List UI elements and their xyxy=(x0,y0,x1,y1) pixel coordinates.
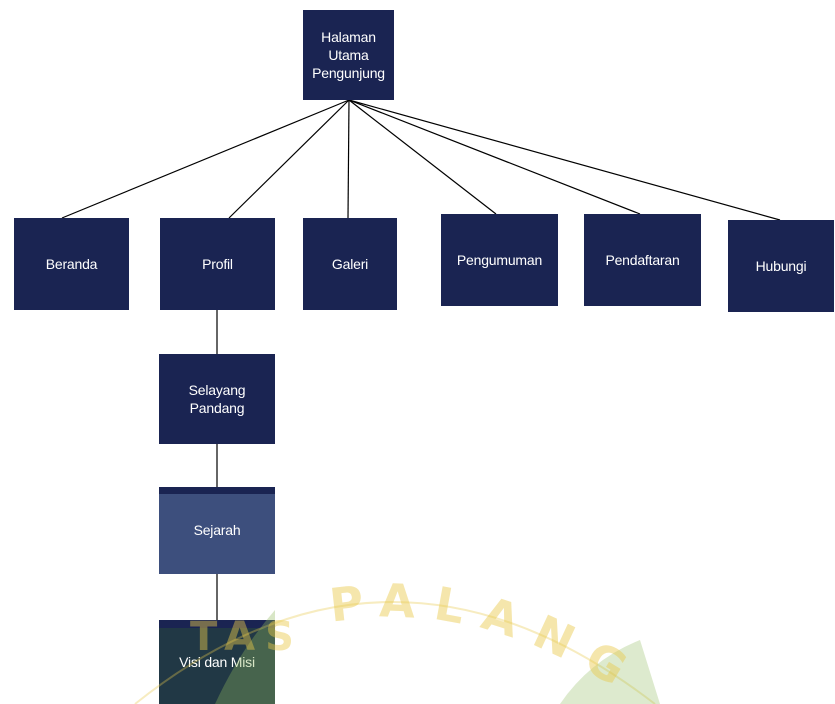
node-beranda-label: Beranda xyxy=(45,255,98,272)
node-hubungi[interactable]: Hubungi xyxy=(728,220,834,312)
node-visi-top-band xyxy=(159,620,275,628)
connector-root-pendaftaran xyxy=(348,99,641,215)
node-selayang-label-line-2: Pandang xyxy=(189,400,245,416)
node-selayang-pandang[interactable]: Selayang Pandang xyxy=(159,354,275,444)
node-pengumuman-label: Pengumuman xyxy=(456,251,543,268)
connector-root-beranda xyxy=(61,99,350,219)
node-selayang-label-line-1: Selayang xyxy=(188,381,246,398)
connector-root-hubungi xyxy=(348,99,781,221)
root-label-line-1: Halaman xyxy=(321,28,376,45)
node-sejarah-label: Sejarah xyxy=(193,522,241,539)
root-label-line-2: Utama xyxy=(328,46,369,63)
node-sejarah[interactable]: Sejarah xyxy=(159,487,275,574)
node-pengumuman[interactable]: Pengumuman xyxy=(441,214,558,306)
node-visi-label: Visi dan Misi xyxy=(179,653,255,670)
node-beranda[interactable]: Beranda xyxy=(14,218,129,310)
node-profil-label: Profil xyxy=(202,255,233,272)
connector-root-pengumuman xyxy=(348,99,497,215)
root-label-line-3: Pengunjung xyxy=(312,65,385,82)
node-visi-dan-misi[interactable]: Visi dan Misi xyxy=(159,620,275,704)
node-hubungi-label: Hubungi xyxy=(755,257,807,274)
connector-root-profil xyxy=(228,99,350,219)
node-galeri[interactable]: Galeri xyxy=(303,218,397,310)
node-pendaftaran[interactable]: Pendaftaran xyxy=(584,214,701,306)
node-galeri-label: Galeri xyxy=(331,255,369,272)
node-sejarah-top-band xyxy=(159,487,275,494)
node-profil[interactable]: Profil xyxy=(160,218,275,310)
connector-root-galeri xyxy=(347,99,350,219)
node-pendaftaran-label: Pendaftaran xyxy=(605,251,680,268)
root-node-halaman-utama[interactable]: Halaman Utama Pengunjung xyxy=(303,10,394,100)
